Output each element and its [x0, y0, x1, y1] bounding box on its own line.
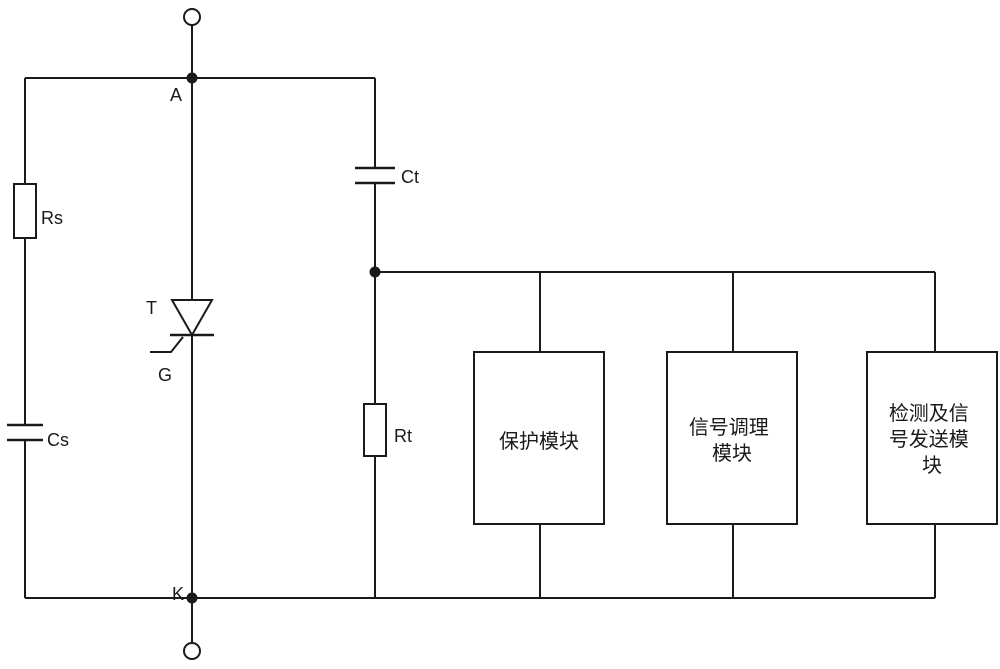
capacitor-cs-gap: [10, 424, 40, 440]
resistor-rt: [363, 403, 387, 457]
thyristor-gate-lead: [150, 336, 184, 353]
label-thyristor: T: [146, 298, 157, 318]
resistor-rs: [13, 183, 37, 239]
label-cs: Cs: [47, 430, 69, 450]
conditioning-module-box: [666, 351, 798, 525]
label-gate: G: [158, 365, 172, 385]
label-ct: Ct: [401, 167, 419, 187]
junction-a: [186, 72, 198, 84]
label-node-k: K: [172, 584, 184, 604]
detection-module-label: 检测及信 号发送模 块: [889, 401, 975, 477]
terminal-bottom: [183, 642, 201, 660]
conditioning-module-label: 信号调理 模块: [689, 415, 775, 465]
label-rs: Rs: [41, 208, 63, 228]
label-rt: Rt: [394, 426, 412, 446]
terminal-top: [183, 8, 201, 26]
junction-ct-rt: [369, 266, 381, 278]
junction-k: [186, 592, 198, 604]
detection-module-box: [866, 351, 998, 525]
thyristor-t: [170, 299, 214, 338]
label-node-a: A: [170, 85, 182, 105]
protection-module-label: 保护模块: [499, 429, 579, 453]
protection-module-box: [473, 351, 605, 525]
capacitor-ct-gap: [355, 167, 395, 184]
